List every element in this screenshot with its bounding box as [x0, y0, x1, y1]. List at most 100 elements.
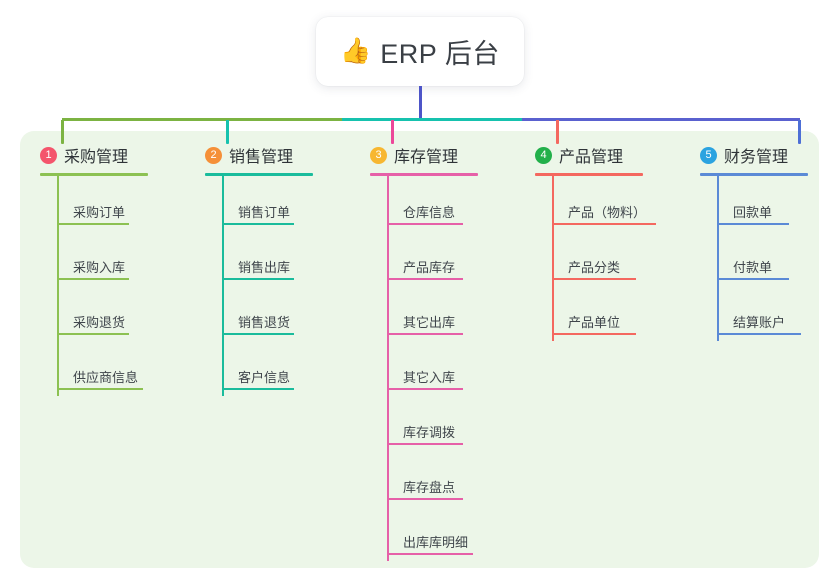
leaf-item[interactable]: 客户信息 — [205, 341, 313, 396]
leaf-item-label: 采购退货 — [73, 315, 126, 330]
bar-green — [62, 118, 342, 121]
leaf-item[interactable]: 其它出库 — [370, 286, 478, 341]
leaf-item-label: 采购入库 — [73, 260, 126, 275]
branch-items-product: 产品（物料） 产品分类产品单位 — [535, 176, 656, 341]
leaf-item-underline — [222, 333, 294, 335]
branch-items-purchase: 采购订单采购入库采购退货供应商信息 — [40, 176, 148, 396]
leaf-item[interactable]: 销售退货 — [205, 286, 313, 341]
leaf-item-label: 采购订单 — [73, 205, 126, 220]
leaf-item[interactable]: 产品（物料） — [535, 176, 656, 231]
branch-underline-sales — [205, 173, 313, 176]
branch-title-purchase: 采购管理 — [64, 149, 129, 166]
leaf-item[interactable]: 供应商信息 — [40, 341, 148, 396]
leaf-item[interactable]: 采购入库 — [40, 231, 148, 286]
leaf-item[interactable]: 采购订单 — [40, 176, 148, 231]
leaf-item-label: 付款单 — [733, 260, 773, 275]
leaf-item-label: 销售出库 — [238, 260, 291, 275]
leaf-item-label: 销售退货 — [238, 315, 291, 330]
leaf-item-underline — [387, 498, 463, 500]
leaf-item-underline — [717, 223, 789, 225]
root-node-content: 👍 ERP 后台 — [340, 32, 500, 71]
leaf-item[interactable]: 产品单位 — [535, 286, 643, 341]
drop-purchase — [61, 120, 64, 144]
leaf-item-label: 产品分类 — [568, 260, 621, 275]
leaf-item-underline — [552, 333, 636, 335]
leaf-item-underline — [717, 278, 789, 280]
branch-header-finance[interactable]: 5 财务管理 — [700, 143, 808, 167]
leaf-item-label: 产品库存 — [403, 260, 456, 275]
leaf-item-label: 仓库信息 — [403, 205, 456, 220]
leaf-item[interactable]: 采购退货 — [40, 286, 148, 341]
leaf-item-underline — [387, 223, 463, 225]
drop-sales — [226, 120, 229, 144]
root-node-card[interactable]: 👍 ERP 后台 — [316, 17, 524, 86]
leaf-item[interactable]: 产品库存 — [370, 231, 478, 286]
leaf-item[interactable]: 仓库信息 — [370, 176, 478, 231]
leaf-item-underline — [57, 388, 143, 390]
leaf-item-underline — [387, 278, 463, 280]
bar-blue — [522, 118, 800, 121]
drop-finance — [798, 120, 801, 144]
leaf-item-underline — [57, 278, 129, 280]
branch-title-inventory: 库存管理 — [394, 149, 459, 166]
leaf-item-underline — [387, 443, 463, 445]
leaf-item-underline — [552, 278, 636, 280]
branch-title-finance: 财务管理 — [724, 149, 789, 166]
leaf-item-label: 其它入库 — [403, 370, 456, 385]
leaf-item-underline — [387, 333, 463, 335]
branch-underline-inventory — [370, 173, 478, 176]
drop-inventory — [391, 120, 394, 144]
branch-items-finance: 回款单付款单结算账户 — [700, 176, 808, 341]
thumbs-up-icon: 👍 — [340, 37, 372, 65]
leaf-item-label: 客户信息 — [238, 370, 291, 385]
branch-badge-sales: 2 — [205, 146, 222, 164]
branch-spine-purchase — [57, 176, 59, 396]
branch-badge-finance: 5 — [700, 146, 717, 164]
branch-title-sales: 销售管理 — [229, 149, 294, 166]
leaf-item-label: 库存盘点 — [403, 480, 456, 495]
leaf-item[interactable]: 回款单 — [700, 176, 808, 231]
leaf-item-label: 出库库明细 — [403, 535, 469, 550]
bar-teal — [342, 118, 522, 121]
leaf-item-label: 产品（物料） — [568, 205, 647, 220]
diagram-panel — [20, 131, 819, 568]
leaf-item[interactable]: 结算账户 — [700, 286, 808, 341]
leaf-item-label: 销售订单 — [238, 205, 291, 220]
leaf-item-underline — [552, 223, 656, 225]
leaf-item-label: 结算账户 — [733, 315, 786, 330]
leaf-item[interactable]: 产品分类 — [535, 231, 643, 286]
leaf-item-label: 其它出库 — [403, 315, 456, 330]
root-node-title: ERP 后台 — [380, 39, 500, 69]
branch-items-sales: 销售订单销售出库销售退货客户信息 — [205, 176, 313, 396]
leaf-item[interactable]: 其它入库 — [370, 341, 478, 396]
leaf-item-underline — [57, 333, 129, 335]
branch-column-sales: 2 销售管理销售订单销售出库销售退货客户信息 — [205, 143, 313, 396]
branch-items-inventory: 仓库信息产品库存其它出库其它入库库存调拨库存盘点出库库明细 — [370, 176, 478, 561]
leaf-item[interactable]: 销售出库 — [205, 231, 313, 286]
branch-underline-finance — [700, 173, 808, 176]
leaf-item[interactable]: 库存调拨 — [370, 396, 478, 451]
leaf-item[interactable]: 销售订单 — [205, 176, 313, 231]
branch-spine-finance — [717, 176, 719, 341]
leaf-item[interactable]: 付款单 — [700, 231, 808, 286]
leaf-item-underline — [717, 333, 801, 335]
leaf-item[interactable]: 库存盘点 — [370, 451, 478, 506]
leaf-item-underline — [222, 388, 294, 390]
branch-column-finance: 5 财务管理回款单付款单结算账户 — [700, 143, 808, 341]
branch-header-sales[interactable]: 2 销售管理 — [205, 143, 313, 167]
leaf-item-underline — [57, 223, 129, 225]
leaf-item-label: 回款单 — [733, 205, 773, 220]
leaf-item[interactable]: 出库库明细 — [370, 506, 478, 561]
branch-title-product: 产品管理 — [559, 149, 624, 166]
leaf-item-underline — [387, 388, 463, 390]
leaf-item-underline — [222, 278, 294, 280]
branch-spine-sales — [222, 176, 224, 396]
leaf-item-label: 供应商信息 — [73, 370, 139, 385]
branch-spine-inventory — [387, 176, 389, 561]
